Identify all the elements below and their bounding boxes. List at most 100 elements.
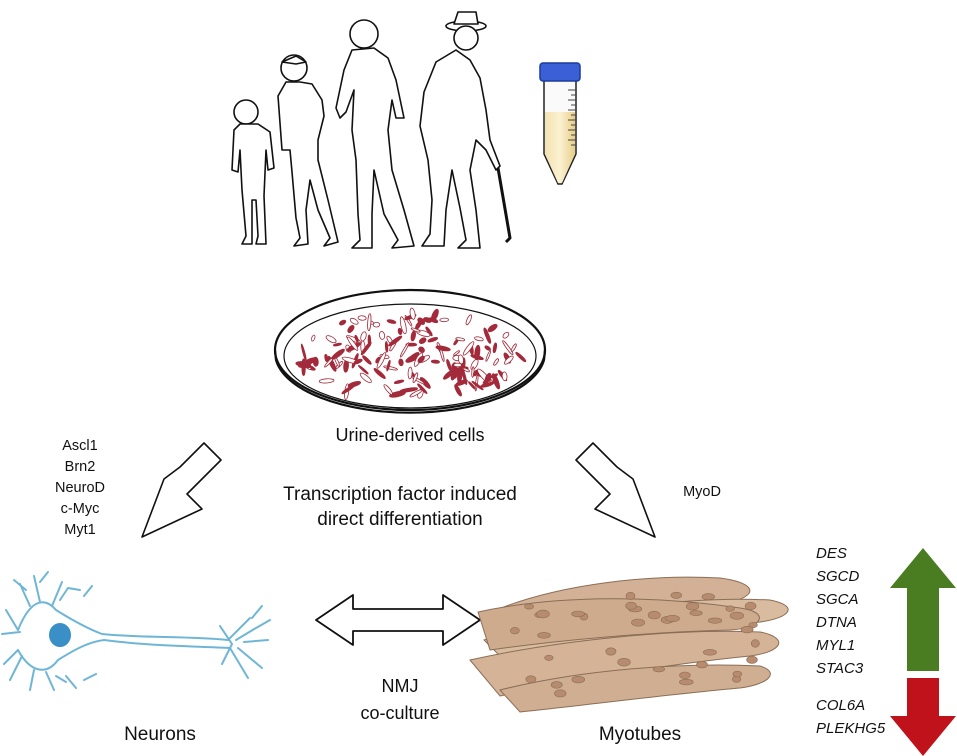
dish-cell	[492, 342, 498, 354]
myotube-nucleus	[631, 618, 645, 627]
nmj-label-line2: co-culture	[360, 703, 440, 723]
myotube-nucleus	[696, 660, 708, 669]
dish-cell	[349, 317, 359, 325]
method-label-line1: Transcription factor induced	[283, 484, 517, 505]
dish-cell	[339, 319, 347, 326]
dish-cell	[455, 379, 468, 386]
dish-cell	[455, 337, 466, 342]
dish-cell	[398, 358, 404, 367]
dish-cell	[417, 317, 426, 325]
urine-sample-tube	[539, 62, 581, 185]
myotube-nucleus	[748, 621, 758, 628]
myotube-nucleus	[647, 610, 661, 620]
myotube-nucleus	[702, 649, 717, 656]
dish-cell	[493, 358, 499, 366]
dish-cell	[417, 355, 425, 363]
myotube-nucleus	[510, 627, 520, 635]
dish-cell	[484, 345, 491, 351]
dish-cell	[510, 343, 517, 352]
myotube-nucleus	[625, 591, 636, 600]
dish-cell	[298, 365, 313, 369]
dish-cell	[353, 358, 363, 365]
dish-cell	[372, 321, 381, 328]
gene-up: SGCA	[816, 591, 859, 608]
dish-cell	[388, 335, 403, 347]
gene-up: MYL1	[816, 637, 856, 654]
dish-cell	[483, 327, 492, 344]
myotube-nucleus	[744, 601, 757, 611]
myotube-nucleus	[725, 605, 735, 612]
myotubes-drawing	[469, 576, 789, 713]
dish-cell	[502, 331, 510, 339]
myotube-nucleus	[536, 609, 550, 619]
dish-cell	[341, 384, 355, 395]
dish-cell	[386, 359, 391, 372]
myotube-nucleus	[689, 610, 703, 616]
dish-cell	[427, 336, 439, 343]
dish-cell	[407, 366, 413, 380]
myotube-nucleus	[665, 614, 680, 622]
dish-cell	[384, 341, 389, 353]
myotube-nucleus	[625, 601, 637, 610]
myotube-nucleus	[571, 675, 585, 684]
dish-cell	[397, 327, 403, 335]
factor-item: Myt1	[64, 522, 96, 538]
dish-cell	[347, 325, 355, 333]
myotube-nucleus	[746, 655, 758, 664]
myotube-nucleus	[685, 602, 700, 611]
gene-up: SGCD	[816, 568, 860, 585]
dish-cell	[373, 368, 386, 379]
dish-cell	[331, 348, 345, 360]
myotube-nucleus	[617, 657, 631, 667]
double-arrow-nmj	[315, 594, 481, 646]
urine-derived-cells	[295, 307, 527, 400]
dish-cell	[359, 372, 372, 384]
dish-cell	[474, 344, 481, 361]
nmj-label-line1: NMJ	[381, 676, 419, 696]
gene-down: COL6A	[816, 697, 866, 714]
myotube-nucleus	[732, 670, 742, 678]
myotube-nucleus	[605, 647, 617, 656]
myotube-nucleus	[525, 675, 537, 684]
dish-cell	[462, 341, 475, 356]
arrow-to-myotubes	[575, 442, 656, 538]
dish-cell	[418, 346, 425, 353]
dish-cell	[367, 313, 372, 332]
dish-cell	[487, 323, 498, 333]
dish-cell	[462, 367, 470, 373]
dish-cell	[318, 378, 335, 384]
dish-cell	[439, 317, 449, 323]
myotubes-label: Myotubes	[598, 724, 682, 745]
dish-cell	[423, 317, 432, 323]
dish-cell	[378, 331, 386, 340]
myotube-nucleus	[524, 603, 534, 610]
neuron-drawing	[1, 571, 271, 691]
dish-cell	[443, 369, 455, 380]
dish-cell	[417, 383, 428, 394]
dish-cell	[501, 371, 508, 382]
gene-up: STAC3	[816, 660, 864, 677]
upregulation-arrow	[890, 548, 956, 671]
dish-cell	[485, 350, 491, 362]
dish-cell	[468, 381, 476, 390]
gene-down: PLEKHG5	[816, 720, 886, 737]
myotube-nucleus	[707, 617, 723, 624]
myotube-nucleus	[544, 654, 554, 661]
myotube-nucleus	[679, 671, 691, 679]
dish-cell	[357, 364, 369, 375]
dish-cell	[386, 319, 397, 324]
myod-label: MyoD	[683, 484, 721, 500]
dish-cell	[399, 387, 418, 393]
downregulated-gene-list: COL6A PLEKHG5	[816, 694, 885, 740]
adult-silhouette	[335, 19, 415, 249]
dish-cell	[383, 384, 393, 395]
dish-cell	[367, 334, 372, 347]
neuron-factor-list: Ascl1 Brn2 NeuroD c-Myc Myt1	[48, 436, 112, 541]
dish-cell	[515, 351, 527, 363]
child-silhouette	[231, 99, 275, 245]
dish-cell	[347, 336, 359, 351]
factor-item: Ascl1	[62, 438, 98, 454]
dish-cell	[457, 354, 464, 365]
dish-cell	[376, 352, 387, 369]
